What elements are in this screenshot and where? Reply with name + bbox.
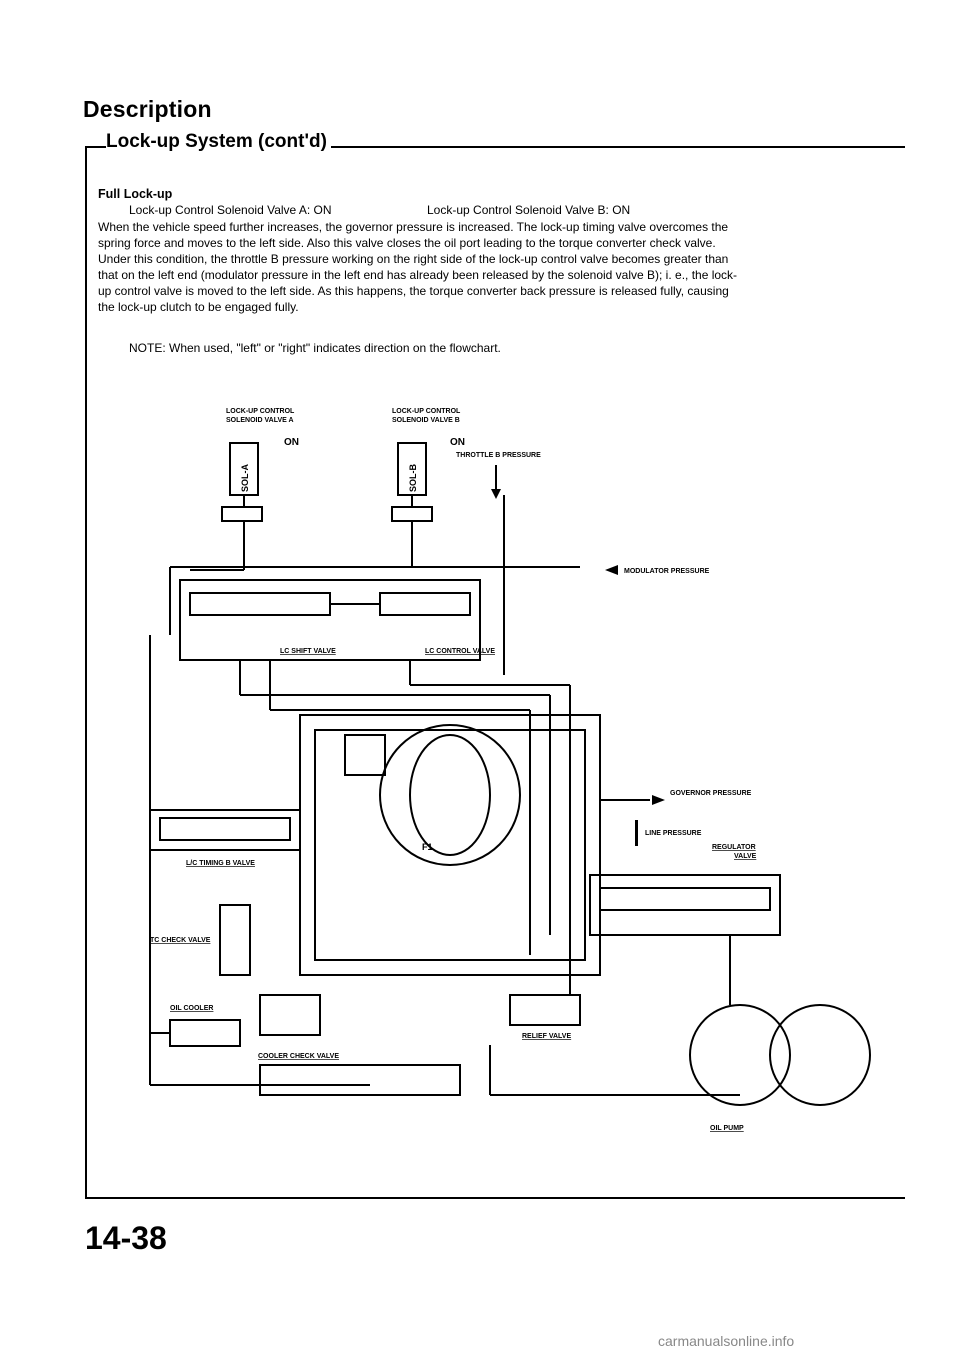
frame-bottom-border: [85, 1197, 905, 1199]
sol-a-code: SOL-A: [240, 464, 250, 492]
governor-label: GOVERNOR PRESSURE: [670, 790, 752, 797]
line-pressure-marker-icon: [635, 820, 638, 846]
throttle-b-label: THROTTLE B PRESSURE: [456, 452, 541, 459]
solenoid-a-port: [221, 506, 263, 522]
body-line: spring force and moves to the left side.…: [98, 236, 716, 250]
oil-pump-label: OIL PUMP: [710, 1125, 744, 1132]
throttle-arrow-icon: [491, 489, 501, 499]
lc-control-label: LC CONTROL VALVE: [425, 648, 495, 655]
lc-timing-valve-body: [149, 809, 301, 851]
cooler-check-valve-body: [259, 994, 321, 1036]
lc-shift-spool: [189, 592, 331, 616]
governor-arrow-icon: [652, 795, 665, 805]
sol-a-label-1: LOCK-UP CONTROL: [226, 408, 295, 415]
sol-b-on: ON: [450, 437, 465, 448]
sol-a-label-2: SOLENOID VALVE A: [226, 417, 294, 424]
oil-pump-gear-left: [689, 1004, 791, 1106]
note: NOTE: When used, "left" or "right" indic…: [129, 341, 501, 355]
lockup-piston: [344, 734, 386, 776]
frame-top-border: [85, 146, 905, 148]
sol-a-on: ON: [284, 437, 299, 448]
regulator-valve-body: [589, 874, 781, 936]
page-title: Description: [83, 96, 212, 122]
page-number: 14-38: [85, 1220, 167, 1256]
hydraulic-flowchart: LOCK-UP CONTROL SOLENOID VALVE A LOCK-UP…: [149, 408, 871, 1132]
section-title: Lock-up System (cont'd): [106, 131, 331, 153]
frame-corner-tick: [85, 146, 103, 148]
regulator-label-1: REGULATOR: [712, 844, 756, 851]
body-line: up control valve is moved to the left si…: [98, 284, 729, 298]
watermark: carmanualsonline.info: [658, 1333, 795, 1349]
oil-pump-gear-right: [769, 1004, 871, 1106]
modulator-arrow-icon: [605, 565, 618, 575]
tc-check-valve-body: [219, 904, 251, 976]
regulator-spool: [599, 887, 771, 911]
body-line: the lock-up clutch to be engaged fully.: [98, 300, 299, 314]
frame-left-border: [85, 146, 87, 1198]
valve-a-state: Lock-up Control Solenoid Valve A: ON: [129, 203, 332, 217]
oil-cooler-body: [169, 1019, 241, 1047]
regulator-label-2: VALVE: [734, 853, 757, 860]
sol-b-label-2: SOLENOID VALVE B: [392, 417, 460, 424]
lc-valve-block: [179, 579, 481, 661]
subheading: Full Lock-up: [98, 187, 173, 201]
torque-converter-inner: [314, 729, 586, 961]
cooler-check-label: COOLER CHECK VALVE: [258, 1053, 339, 1060]
valve-b-state: Lock-up Control Solenoid Valve B: ON: [427, 203, 631, 217]
lc-timing-spool: [159, 817, 291, 841]
sol-b-label-1: LOCK-UP CONTROL: [392, 408, 461, 415]
tc-check-label: TC CHECK VALVE: [150, 937, 211, 944]
lc-shift-label: LC SHIFT VALVE: [280, 648, 336, 655]
lc-control-spool: [379, 592, 471, 616]
modulator-label: MODULATOR PRESSURE: [624, 568, 710, 575]
body-line: When the vehicle speed further increases…: [98, 220, 729, 234]
f1-label: F1: [422, 842, 433, 852]
relief-label: RELIEF VALVE: [522, 1033, 571, 1040]
body-line: Under this condition, the throttle B pre…: [98, 252, 729, 266]
strainer: [259, 1064, 461, 1096]
lc-timing-label: L/C TIMING B VALVE: [186, 860, 255, 867]
torque-converter: [379, 724, 521, 866]
line-pressure-label: LINE PRESSURE: [645, 830, 702, 837]
relief-valve-body: [509, 994, 581, 1026]
solenoid-b-port: [391, 506, 433, 522]
body-line: that on the left end (modulator pressure…: [98, 268, 738, 282]
oil-cooler-label: OIL COOLER: [170, 1005, 213, 1012]
sol-b-code: SOL-B: [408, 464, 418, 492]
